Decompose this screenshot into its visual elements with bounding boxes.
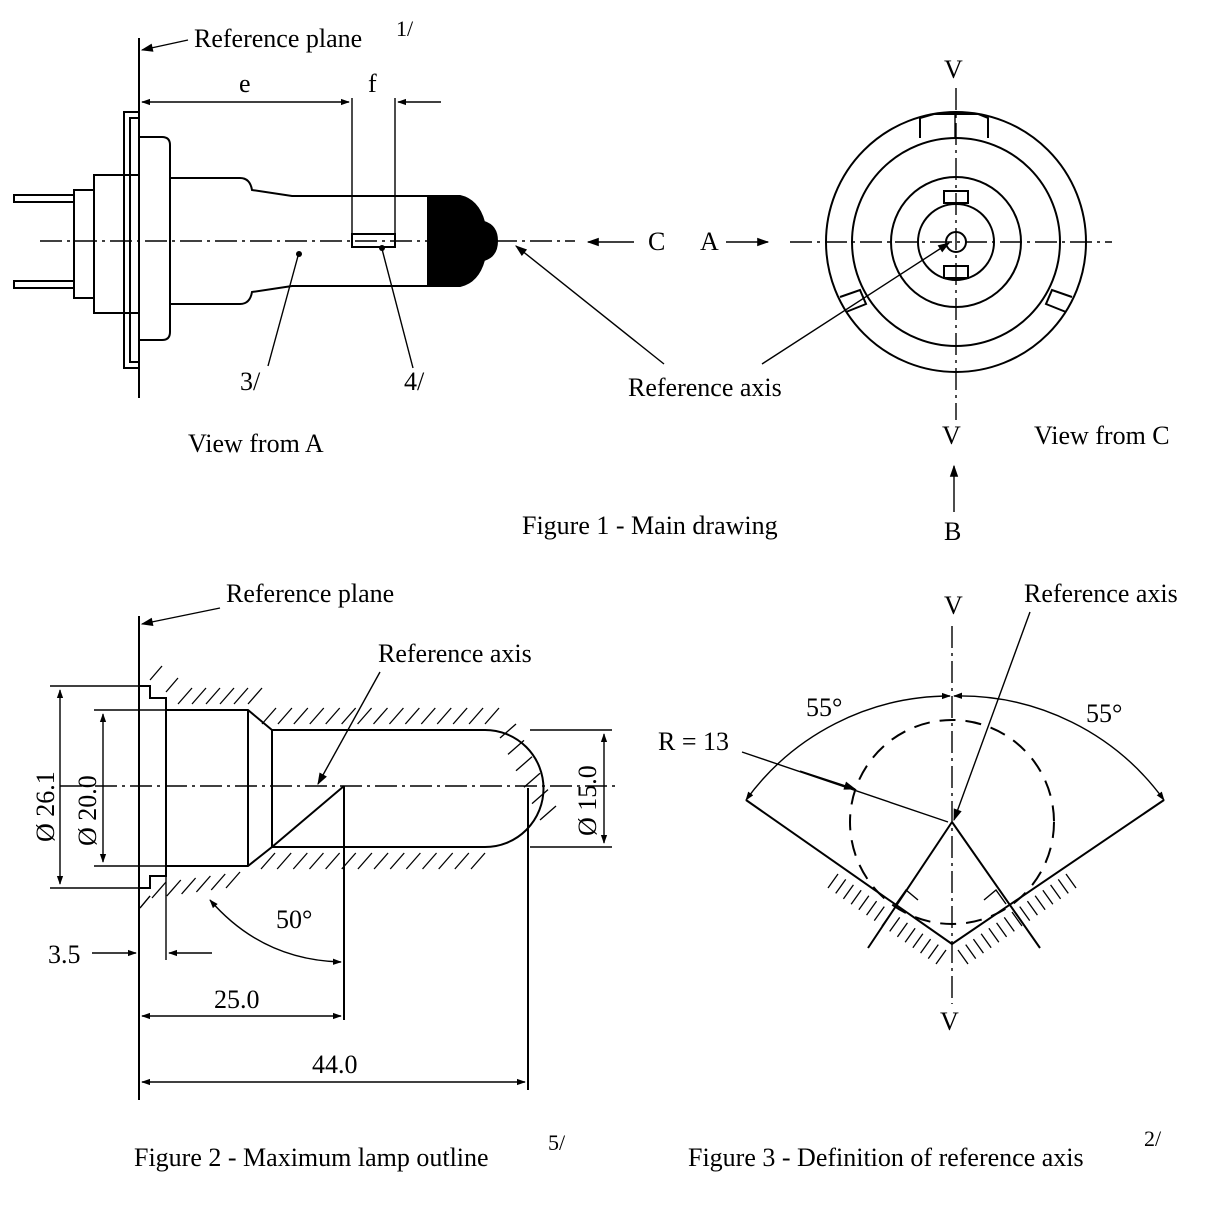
figure3-caption: Figure 3 - Definition of reference axis [688, 1143, 1084, 1172]
view-from-a-label: View from A [188, 429, 324, 458]
arrow-a-label: A [700, 227, 719, 256]
angle-right-label: 55° [1086, 699, 1122, 728]
figure2-outline [50, 607, 620, 1100]
fig2-reference-axis-label: Reference axis [378, 639, 532, 668]
figure3-definition [741, 611, 1165, 1004]
dia-26-1-label: Ø 26.1 [31, 771, 60, 842]
dim-e-label: e [239, 69, 251, 98]
hatching [139, 665, 557, 909]
fig1-reference-plane-label: Reference plane [194, 24, 362, 53]
dim-25-0-label: 25.0 [214, 985, 260, 1014]
fig1-v-top-label: V [944, 55, 963, 84]
figure3-caption-note: 2/ [1144, 1126, 1162, 1151]
fig3-v-bottom-label: V [940, 1007, 959, 1036]
figure1-end-view [790, 88, 1112, 512]
fig2-reference-plane-label: Reference plane [226, 579, 394, 608]
dim-44-0-label: 44.0 [312, 1050, 358, 1079]
dim-3-5-label: 3.5 [48, 940, 81, 969]
fig1-reference-plane-note: 1/ [396, 16, 414, 41]
fig3-v-top-label: V [944, 591, 963, 620]
angle-50-label: 50° [276, 905, 312, 934]
view-from-c-label: View from C [1034, 421, 1170, 450]
arrow-c-label: C [648, 227, 665, 256]
fig1-v-bottom-label: V [942, 421, 961, 450]
dim-f-label: f [368, 69, 377, 98]
fig1-reference-axis-label: Reference axis [628, 373, 782, 402]
dia-15-0-label: Ø 15.0 [573, 765, 602, 836]
figure1-side-view [13, 38, 951, 398]
hatching [827, 873, 1077, 965]
fig3-reference-axis-label: Reference axis [1024, 579, 1178, 608]
angle-left-label: 55° [806, 693, 842, 722]
note-3-label: 3/ [240, 367, 261, 396]
figure2-caption: Figure 2 - Maximum lamp outline [134, 1143, 489, 1172]
note-4-label: 4/ [404, 367, 425, 396]
radius-label: R = 13 [658, 727, 729, 756]
figure1-caption: Figure 1 - Main drawing [522, 511, 778, 540]
dia-20-0-label: Ø 20.0 [73, 775, 102, 846]
arrow-b-label: B [944, 517, 961, 546]
figure2-caption-note: 5/ [548, 1130, 566, 1155]
